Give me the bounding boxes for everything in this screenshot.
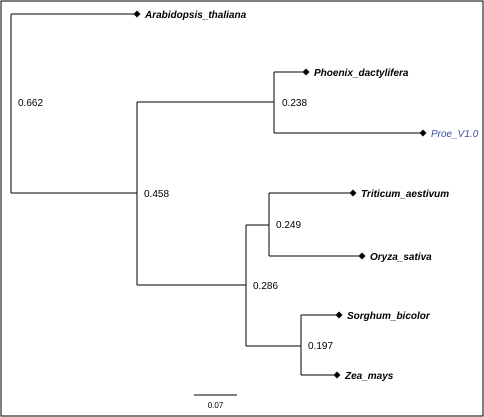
tip-marker-proe xyxy=(419,129,427,137)
tip-label-phoenix: Phoenix_dactylifera xyxy=(314,68,409,79)
support-value-phoenix-proe: 0.238 xyxy=(282,98,307,109)
tip-marker-oryza xyxy=(358,252,366,260)
tip-markers xyxy=(133,10,427,379)
tree-branches xyxy=(10,13,423,376)
tip-label-sorghum: Sorghum_bicolor xyxy=(347,311,431,322)
support-values: 0.662 0.458 0.238 0.286 0.249 0.197 xyxy=(18,98,333,352)
tip-marker-triticum xyxy=(349,189,357,197)
tip-label-zea: Zea_mays xyxy=(344,371,394,382)
support-value-triticum-oryza: 0.249 xyxy=(276,220,301,231)
support-value-monocots: 0.458 xyxy=(144,189,169,200)
scale-bar: 0.07 xyxy=(194,394,237,410)
tip-label-triticum: Triticum_aestivum xyxy=(361,189,449,200)
tip-marker-arabidopsis xyxy=(133,10,141,18)
support-value-sorghum-zea: 0.197 xyxy=(308,341,333,352)
tip-label-proe: Proe_V1.0 xyxy=(431,129,479,140)
tip-label-oryza: Oryza_sativa xyxy=(370,252,432,263)
support-value-poaceae: 0.286 xyxy=(253,281,278,292)
tip-marker-zea xyxy=(333,371,341,379)
tip-labels: Arabidopsis_thaliana Phoenix_dactylifera… xyxy=(144,10,479,382)
tip-marker-sorghum xyxy=(335,311,343,319)
tip-marker-phoenix xyxy=(302,68,310,76)
tip-label-arabidopsis: Arabidopsis_thaliana xyxy=(144,10,247,21)
scale-bar-label: 0.07 xyxy=(208,401,224,410)
support-value-root: 0.662 xyxy=(18,98,43,109)
